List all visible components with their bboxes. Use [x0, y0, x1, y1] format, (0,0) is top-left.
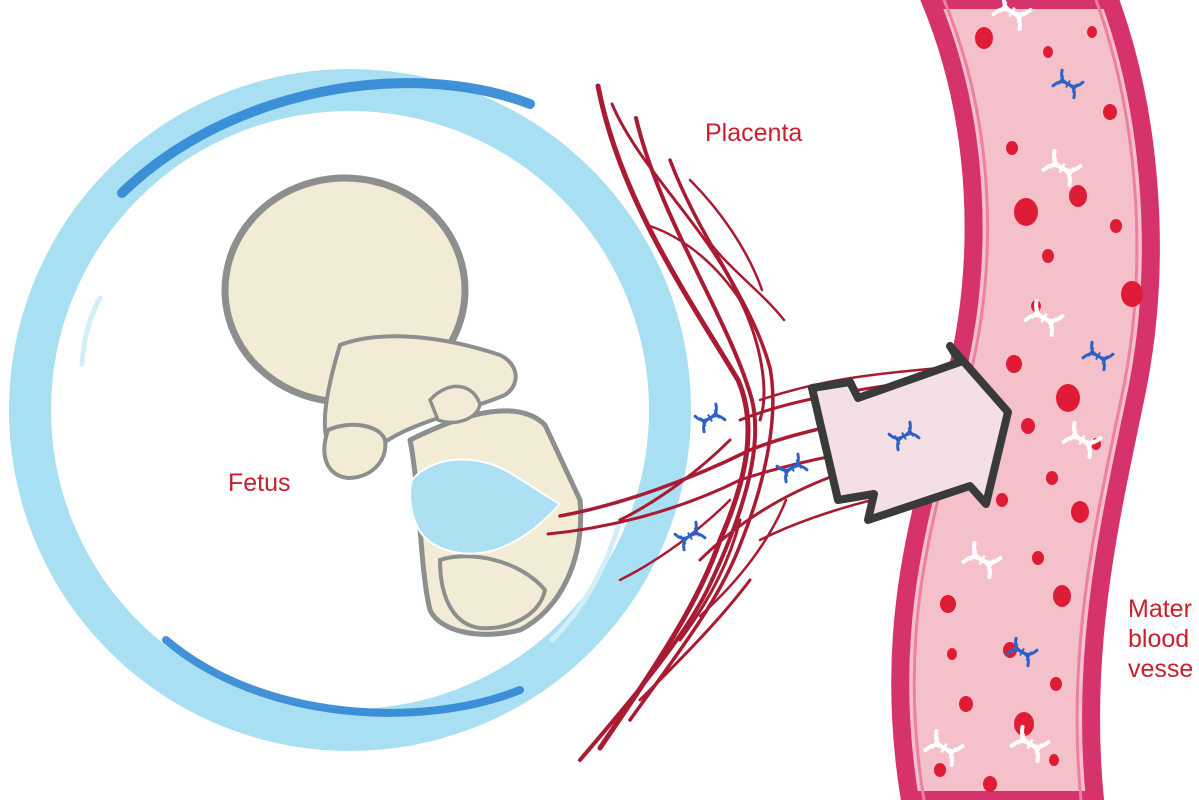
blood-cells: [934, 26, 1143, 792]
maternal-label-line-3: vesse: [1128, 655, 1194, 683]
maternal-label-line-2: blood: [1128, 625, 1190, 653]
fetus-label: Fetus: [228, 469, 291, 497]
placenta-label: Placenta: [705, 119, 803, 147]
maternal-blood-vessel-label: Mater blood vesse: [1128, 594, 1193, 684]
maternal-label-line-1: Mater: [1128, 595, 1192, 623]
fetus-illustration: [221, 174, 584, 637]
